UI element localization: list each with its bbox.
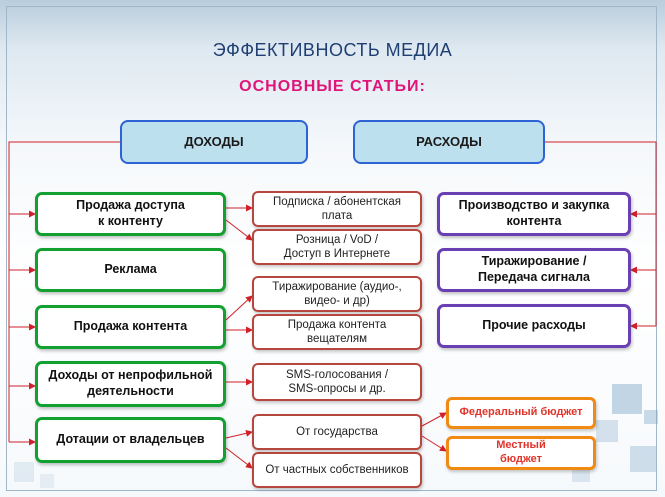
income-non-core: Доходы от непрофильной деятельности — [35, 361, 226, 407]
expenses-header-label: РАСХОДЫ — [416, 133, 482, 149]
expense-other: Прочие расходы — [437, 304, 631, 348]
decor-square — [40, 474, 54, 488]
decor-square — [596, 420, 618, 442]
budget-local: Местный бюджет — [446, 436, 596, 470]
detail-from-state: От государства — [252, 414, 422, 450]
detail-sms: SMS-голосования / SMS-опросы и др. — [252, 363, 422, 401]
decor-square — [14, 462, 34, 482]
income-content-sales: Продажа контента — [35, 305, 226, 349]
detail-content-to-broadcasters: Продажа контента вещателям — [252, 314, 422, 350]
slide-subtitle: ОСНОВНЫЕ СТАТЬИ: — [239, 78, 426, 95]
expense-production: Производство и закупка контента — [437, 192, 631, 236]
detail-from-private-owners: От частных собственников — [252, 452, 422, 488]
detail-subscription: Подписка / абонентская плата — [252, 191, 422, 227]
income-owner-subsidies: Дотации от владельцев — [35, 417, 226, 463]
expense-replication-transmission: Тиражирование / Передача сигнала — [437, 248, 631, 292]
income-header-label: ДОХОДЫ — [184, 133, 244, 149]
decor-square — [630, 446, 656, 472]
detail-replication: Тиражирование (аудио-, видео- и др) — [252, 276, 422, 312]
income-access-sales: Продажа доступа к контенту — [35, 192, 226, 236]
decor-square — [644, 410, 658, 424]
expenses-header: РАСХОДЫ — [353, 120, 545, 164]
income-header: ДОХОДЫ — [120, 120, 308, 164]
income-advertising: Реклама — [35, 248, 226, 292]
slide-title: ЭФФЕКТИВНОСТЬ МЕДИА — [212, 40, 453, 60]
budget-federal: Федеральный бюджет — [446, 397, 596, 429]
detail-retail-vod: Розница / VoD / Доступ в Интернете — [252, 229, 422, 265]
decor-square — [612, 384, 642, 414]
